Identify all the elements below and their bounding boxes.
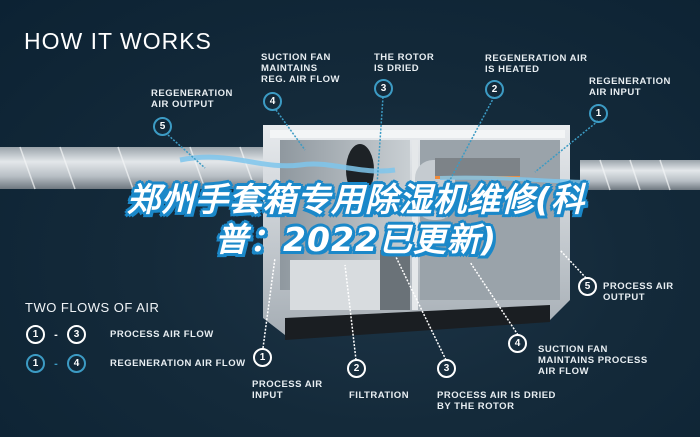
legend-title: TWO FLOWS OF AIR [25,300,160,315]
callout-number-icon: 2 [485,80,504,99]
callout-number-icon: 1 [253,348,272,367]
callout-label-suction-fan-process: SUCTION FAN MAINTAINS PROCESS AIR FLOW [538,344,648,377]
legend-label: PROCESS AIR FLOW [110,329,214,340]
callout-number-icon: 2 [347,359,366,378]
callout-number-icon: 5 [153,117,172,136]
callout-number-icon: 1 [589,104,608,123]
callout-label-process-air-dried: PROCESS AIR IS DRIED BY THE ROTOR [437,390,556,412]
legend-label: REGENERATION AIR FLOW [110,358,246,369]
callout-label-filtration: FILTRATION [349,390,410,401]
callout-label-regeneration-air-output: REGENERATION AIR OUTPUT [151,88,233,110]
legend-row-regeneration-air: 1 - 4 REGENERATION AIR FLOW [26,354,246,373]
callout-label-process-air-output: PROCESS AIR OUTPUT [603,281,674,303]
page-title: HOW IT WORKS [24,28,212,54]
legend-from-icon: 1 [26,325,45,344]
overlay-caption: 郑州手套箱专用除湿机维修(科普：2022已更新) [126,180,586,259]
callout-number-icon: 3 [374,79,393,98]
callout-label-process-air-input: PROCESS AIR INPUT [252,379,323,401]
callout-label-regen-air-input: REGENERATION AIR INPUT [589,76,671,98]
callout-number-icon: 3 [437,359,456,378]
legend-to-icon: 4 [67,354,86,373]
callout-label-rotor-dried: THE ROTOR IS DRIED [374,52,435,74]
legend-row-process-air: 1 - 3 PROCESS AIR FLOW [26,325,214,344]
legend-separator: - [54,357,58,370]
legend-separator: - [54,328,58,341]
callout-number-icon: 4 [263,92,282,111]
callout-label-regen-air-heated: REGENERATION AIR IS HEATED [485,53,588,75]
callout-label-suction-fan-reg: SUCTION FAN MAINTAINS REG. AIR FLOW [261,52,340,85]
callout-number-icon: 4 [508,334,527,353]
legend-to-icon: 3 [67,325,86,344]
callout-number-icon: 5 [578,277,597,296]
legend-from-icon: 1 [26,354,45,373]
